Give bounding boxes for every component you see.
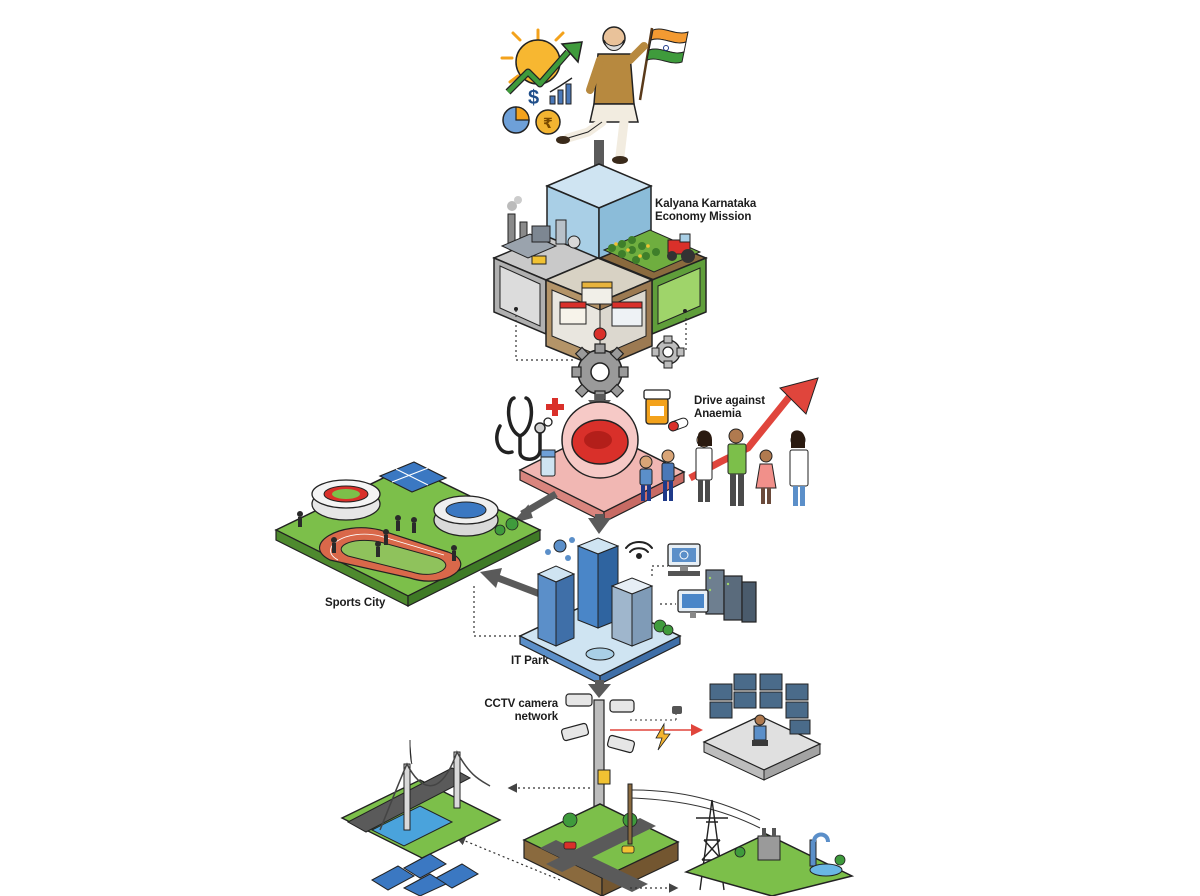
tractor-icon: [667, 233, 695, 263]
market-shops-icon: [559, 281, 643, 341]
monitor-icon: [677, 589, 709, 618]
suspension-bridge-icon: [340, 739, 502, 859]
nurse-figure: [789, 430, 809, 506]
trees: [494, 517, 519, 536]
bar-chart-icon: [549, 77, 573, 105]
girl-figure: [755, 449, 777, 504]
water-tap-icon: [809, 832, 843, 877]
bottom-connectors: [455, 783, 679, 893]
stethoscope-icon: [495, 396, 553, 461]
economy-mission-cube: [492, 163, 708, 370]
pie-chart-icon: [502, 106, 530, 134]
solar-panels-icon: [371, 853, 479, 896]
rupee-coin-icon: ₹: [535, 109, 561, 135]
server-rack-icon: [705, 569, 757, 623]
running-track: [318, 527, 462, 582]
cube-connectors: [515, 310, 687, 361]
transformer-icon: [757, 828, 781, 861]
desktop-computer-icon: [667, 543, 701, 576]
flow-arrow-to-sports-2: [480, 568, 542, 598]
wifi-icon: [625, 541, 653, 559]
factory-icon: [500, 196, 581, 265]
capsule-icon: [668, 417, 689, 432]
indian-flag-icon: [646, 28, 689, 64]
stadium-icon: [311, 479, 381, 521]
pill-bottle-icon: [643, 389, 671, 425]
sports-connector: [473, 586, 526, 637]
doctor-figure: [695, 430, 713, 502]
power-lines: [627, 783, 761, 845]
signal-arrow-icon: [610, 706, 703, 751]
it-connectors: [651, 565, 676, 605]
rupee-glyph: ₹: [543, 116, 553, 132]
farm-crops: [602, 229, 702, 273]
athletes: [297, 511, 457, 561]
arena-icon: [433, 495, 499, 537]
cctv-camera-icon: [560, 693, 636, 754]
gear-icon: [571, 343, 629, 401]
label-cctv-network: CCTV camera network: [484, 698, 558, 723]
label-sports-city: Sports City: [325, 597, 386, 609]
growth-arrow-icon: [505, 41, 583, 95]
child-figure: [639, 455, 653, 501]
sports-city-platform: [274, 461, 542, 607]
dollar-icon: $: [528, 87, 539, 109]
label-economy-mission: Kalyana Karnataka Economy Mission: [655, 198, 757, 223]
control-room-icon: [702, 673, 822, 781]
small-gear-icon: [651, 335, 685, 369]
tennis-court-icon: [378, 461, 448, 493]
man-figure: [727, 428, 747, 506]
community-people: [639, 428, 809, 506]
operator-figure: [752, 714, 768, 746]
skyscraper-icon: [536, 565, 576, 647]
trees: [653, 619, 674, 636]
label-anaemia: Drive against Anaemia: [694, 395, 765, 420]
road-intersection-platform: [522, 803, 680, 896]
surveillance-monitors: [709, 673, 811, 735]
flow-arrow-3: [588, 514, 611, 534]
network-icon: [545, 537, 575, 561]
substation-platform: [683, 828, 855, 896]
red-blood-cell-icon: [571, 419, 629, 465]
flow-arrow-4: [588, 680, 611, 698]
medical-cross-icon: [546, 398, 564, 416]
dollar-glyph: $: [528, 87, 539, 109]
medicine-bottle-icon: [540, 449, 556, 477]
child-figure: [661, 449, 675, 501]
label-it-park: IT Park: [511, 655, 549, 667]
leader-figure: [556, 26, 689, 164]
skyscraper-icon: [610, 577, 654, 647]
it-park-platform: [518, 537, 682, 685]
